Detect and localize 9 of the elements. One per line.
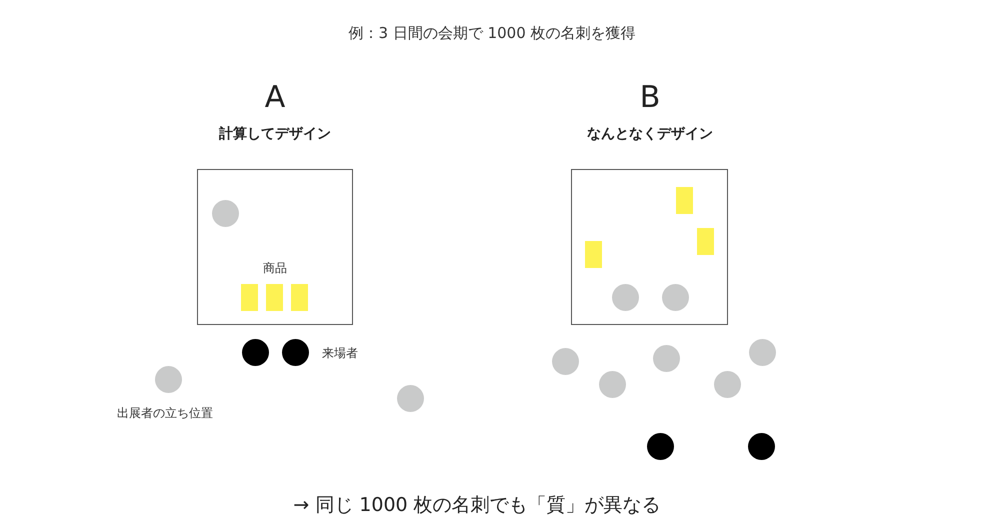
caption: → 同じ 1000 枚の名刺でも「質」が異なる [292, 493, 662, 518]
section-letter: A [264, 79, 286, 117]
section-heading: なんとなくデザイン [587, 125, 713, 144]
text-label: 来場者 [322, 345, 358, 361]
section-heading: 計算してデザイン [219, 125, 331, 144]
text-label: 商品 [263, 260, 287, 276]
title: 例：3 日間の会期で 1000 枚の名刺を獲得 [347, 23, 637, 44]
text-label: 出展者の立ち位置 [117, 405, 213, 421]
section-letter: B [640, 79, 660, 117]
